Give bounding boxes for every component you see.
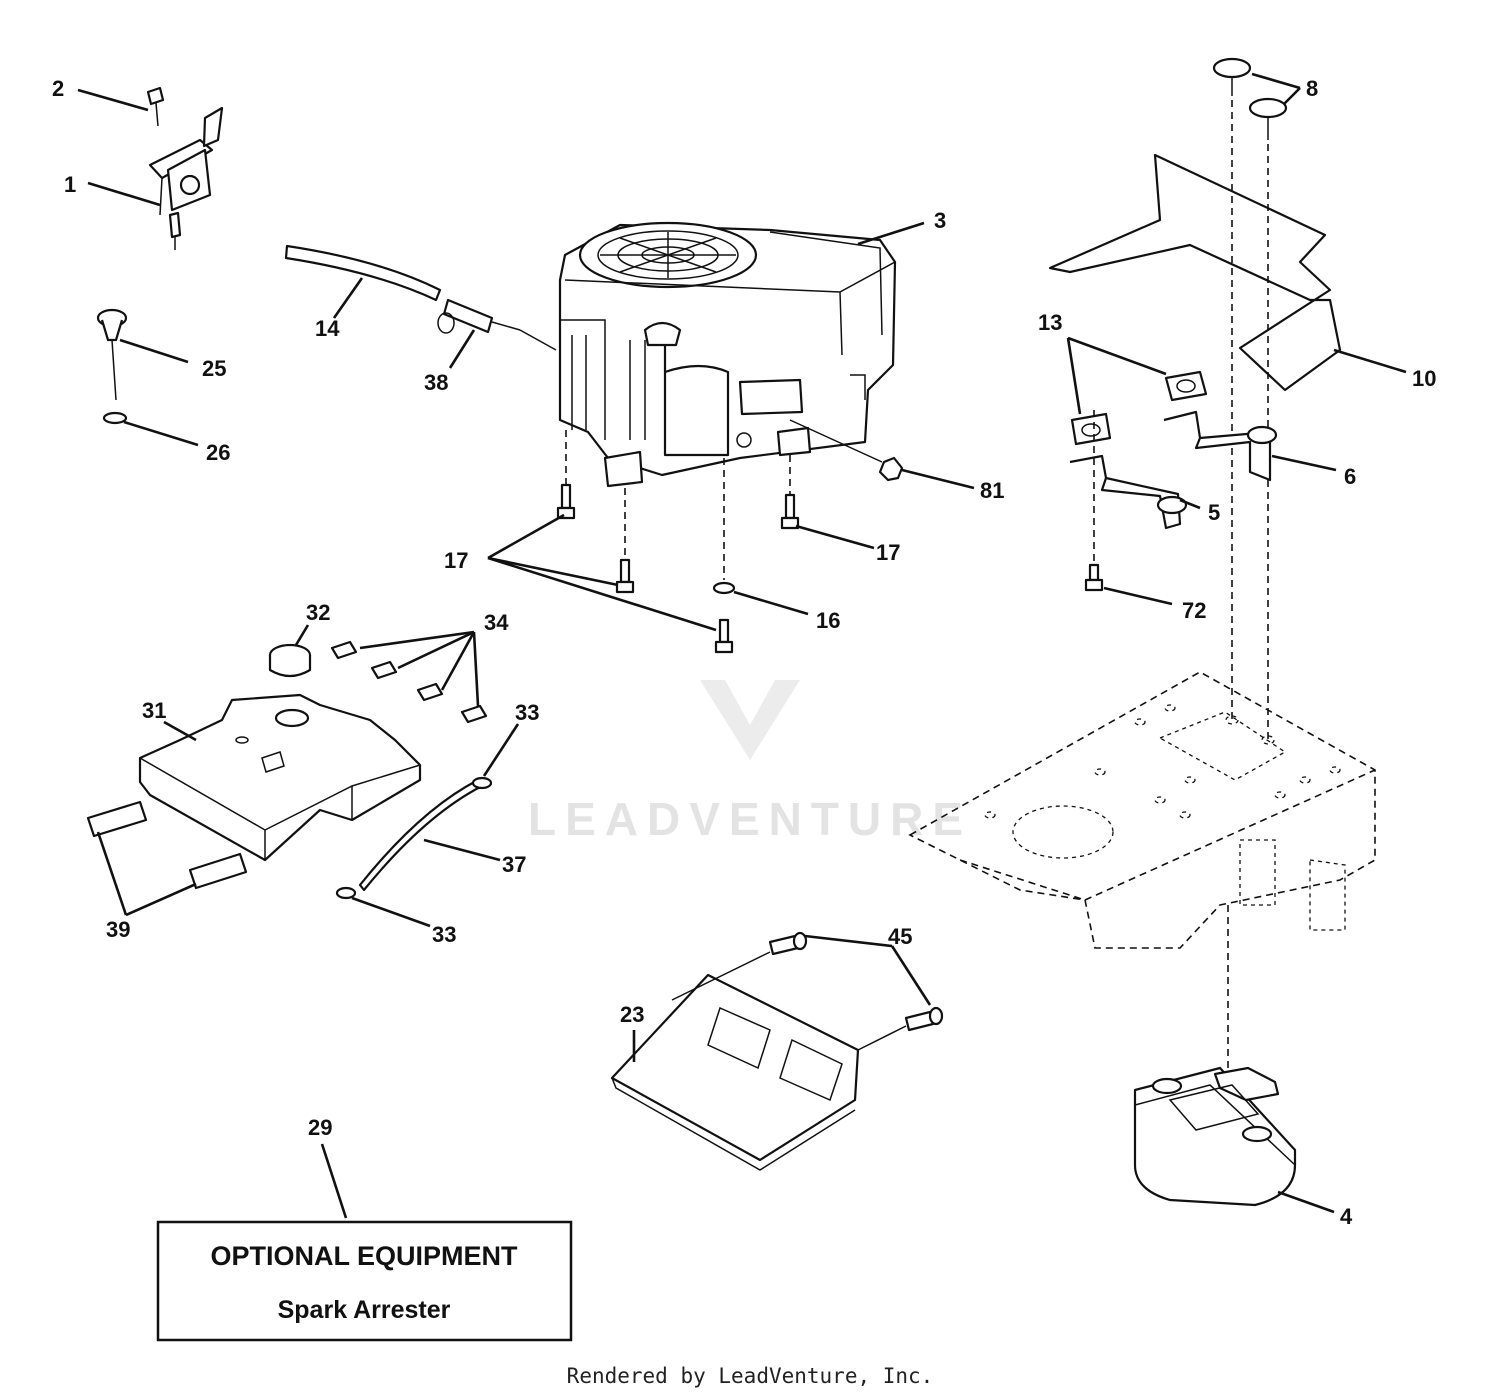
watermark: LEADVENTURE <box>528 680 972 845</box>
throttle-control-part <box>146 86 224 250</box>
callout-17-right: 17 <box>876 540 900 565</box>
lock-washer-part <box>712 581 736 595</box>
fuel-line-part <box>284 244 521 334</box>
engine-bolt-part <box>556 483 800 654</box>
callout-29: 29 <box>308 1115 332 1140</box>
callout-45: 45 <box>888 924 912 949</box>
tank-pad-part <box>86 800 248 890</box>
callout-3: 3 <box>934 208 946 233</box>
footer-credit: Rendered by LeadVenture, Inc. <box>567 1364 934 1388</box>
exhaust-bolt-part <box>1084 563 1104 592</box>
watermark-text: LEADVENTURE <box>528 793 972 845</box>
optional-equipment-box: OPTIONAL EQUIPMENT Spark Arrester <box>156 1220 573 1342</box>
callout-14: 14 <box>315 316 340 341</box>
shield-screw-part <box>768 931 944 1032</box>
insulator-pad-part <box>330 640 488 724</box>
callout-33-top: 33 <box>515 700 539 725</box>
knob-part <box>1212 57 1288 140</box>
callout-5: 5 <box>1208 500 1220 525</box>
callout-39: 39 <box>106 917 130 942</box>
callout-81: 81 <box>980 478 1004 503</box>
callout-10: 10 <box>1412 366 1436 391</box>
choke-knob-part <box>96 308 128 425</box>
nut-81-part <box>789 419 904 482</box>
callout-38: 38 <box>424 370 448 395</box>
exhaust-pipe-part <box>1069 410 1278 530</box>
callout-72: 72 <box>1182 598 1206 623</box>
callout-16: 16 <box>816 608 840 633</box>
heat-shield-part <box>1048 153 1342 392</box>
callout-8: 8 <box>1306 76 1318 101</box>
fuel-tank-part <box>138 693 422 862</box>
callout-37: 37 <box>502 852 526 877</box>
callout-1: 1 <box>64 172 76 197</box>
callout-6: 6 <box>1344 464 1356 489</box>
callout-4: 4 <box>1340 1204 1353 1229</box>
engine-part <box>558 221 897 488</box>
muffler-part <box>1133 1066 1297 1207</box>
frame-outline <box>908 671 1376 949</box>
callout-32: 32 <box>306 600 330 625</box>
callout-25: 25 <box>202 356 226 381</box>
callout-34: 34 <box>484 610 509 635</box>
callout-13: 13 <box>1038 310 1062 335</box>
watermark-logo-icon <box>700 680 800 760</box>
exhaust-shield-part <box>610 973 860 1171</box>
fuel-hose-part <box>335 776 493 900</box>
callout-26: 26 <box>206 440 230 465</box>
callout-33-bottom: 33 <box>432 922 456 947</box>
callout-31: 31 <box>142 698 166 723</box>
callout-2: 2 <box>52 76 64 101</box>
optional-equipment-subtitle: Spark Arrester <box>278 1296 451 1324</box>
exhaust-gasket-part <box>1070 370 1208 446</box>
optional-equipment-title: OPTIONAL EQUIPMENT <box>210 1241 518 1271</box>
fuel-cap-part <box>268 643 312 678</box>
callout-23: 23 <box>620 1002 644 1027</box>
callout-17-left: 17 <box>444 548 468 573</box>
